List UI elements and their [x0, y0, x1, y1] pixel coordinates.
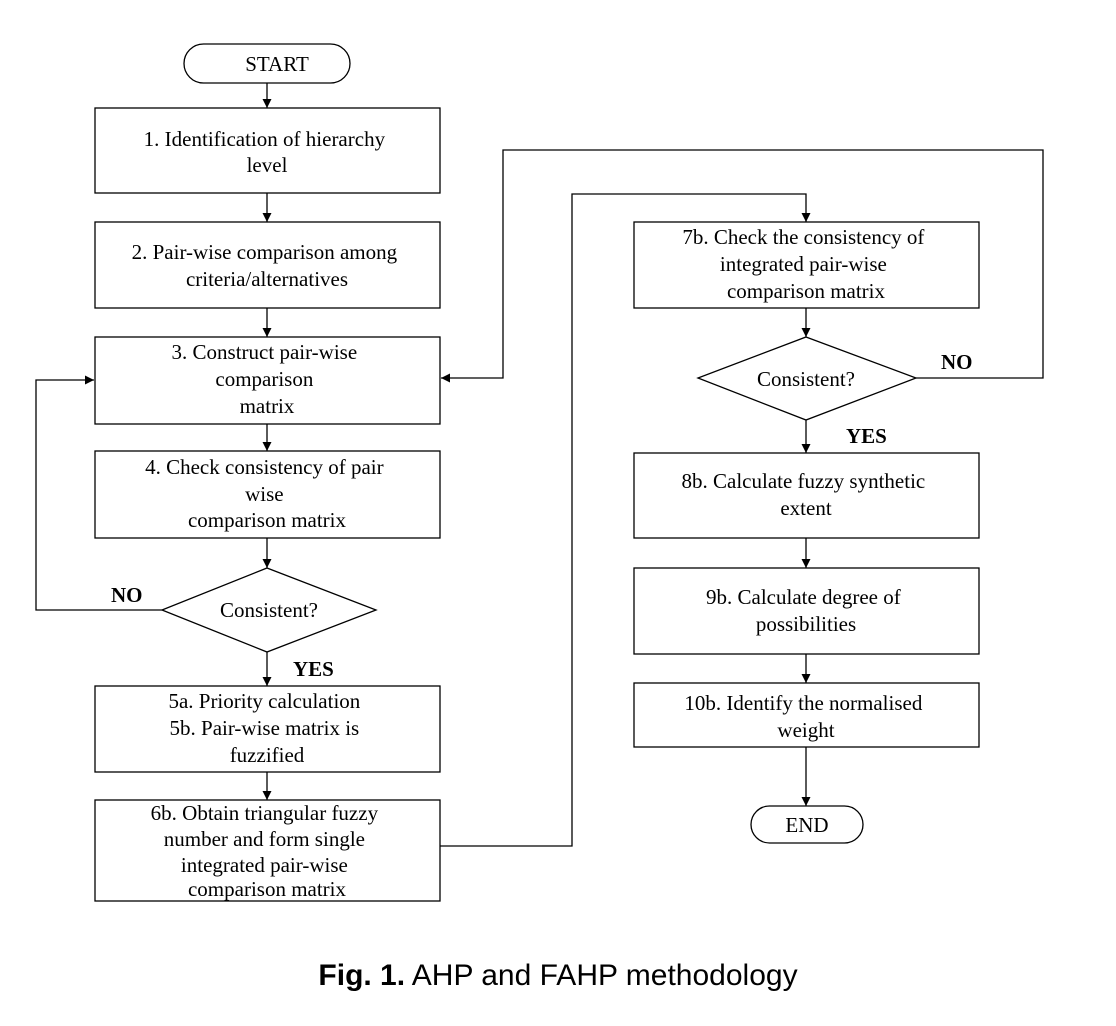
edge-6-to-7 [440, 193, 811, 847]
step-9b-box: 9b. Calculate degree of possibilities [633, 567, 980, 655]
step-7b-line-3: comparison matrix [727, 279, 886, 303]
step-6-line-1: 6b. Obtain triangular fuzzy [151, 801, 379, 825]
figure-caption-prefix: Fig. 1. [318, 959, 405, 992]
step-3-line-3: matrix [240, 394, 295, 418]
step-7b-line-2: integrated pair-wise [720, 252, 887, 276]
svg-text:6b. Obtain triangular fuzzy: 6b. Obtain triangular fuzzy number and f… [151, 801, 384, 901]
step-5-line-2: 5b. Pair-wise matrix is [170, 716, 360, 740]
svg-text:7b. Check the consistency of: 7b. Check the consistency of integrated … [682, 225, 929, 303]
step-2-box: 2. Pair-wise comparison among criteria/a… [94, 221, 441, 309]
svg-text:10b. Identify the normalised: 10b. Identify the normalised weight [684, 691, 927, 742]
step-1-line-2: level [247, 153, 288, 177]
step-6-box: 6b. Obtain triangular fuzzy number and f… [94, 799, 441, 902]
decision-2-diamond: Consistent? [696, 336, 918, 421]
step-7b-box: 7b. Check the consistency of integrated … [633, 221, 980, 309]
decision-1-yes-label: YES [293, 657, 334, 681]
step-4-line-2: wise [245, 482, 284, 506]
step-1-line-1: 1. Identification of hierarchy [144, 127, 386, 151]
step-1-box: 1. Identification of hierarchy level [94, 107, 441, 194]
step-3-line-1: 3. Construct pair-wise [172, 340, 358, 364]
step-6-line-3: integrated pair-wise [181, 853, 348, 877]
step-6-line-4: comparison matrix [188, 877, 347, 901]
decision-2-label: Consistent? [757, 367, 855, 391]
svg-text:5a. Priority calculation: 5a. Priority calculation 5b. Pair-wise m… [168, 689, 365, 767]
end-label: END [785, 813, 828, 837]
step-8b-line-1: 8b. Calculate fuzzy synthetic [682, 469, 926, 493]
step-8b-line-2: extent [780, 496, 831, 520]
edge-decision2-no-loop [441, 149, 1044, 383]
decision-2-no-label: NO [941, 350, 973, 374]
step-5-line-1: 5a. Priority calculation [168, 689, 360, 713]
decision-1-no-label: NO [111, 583, 143, 607]
decision-1-label: Consistent? [220, 598, 318, 622]
figure-caption-text: AHP and FAHP methodology [405, 959, 797, 992]
svg-text:2. Pair-wise comparison among: 2. Pair-wise comparison among criteria/a… [132, 240, 403, 291]
svg-text:8b. Calculate fuzzy synthetic: 8b. Calculate fuzzy synthetic extent [682, 469, 931, 520]
edge-decision1-no-loop [35, 375, 162, 611]
svg-text:9b. Calculate degree of: 9b. Calculate degree of possibilities [706, 585, 906, 636]
step-5-line-3: fuzzified [230, 743, 305, 767]
step-3-line-2: comparison [215, 367, 313, 391]
step-5-box: 5a. Priority calculation 5b. Pair-wise m… [94, 685, 441, 773]
step-4-box: 4. Check consistency of pair wise compar… [94, 450, 441, 539]
svg-text:4. Check consistency of pair: 4. Check consistency of pair wise compar… [145, 455, 389, 532]
step-3-box: 3. Construct pair-wise comparison matrix [94, 336, 441, 425]
step-2-line-2: criteria/alternatives [186, 267, 348, 291]
step-9b-line-1: 9b. Calculate degree of [706, 585, 901, 609]
step-6-line-2: number and form single [164, 827, 365, 851]
step-9b-line-2: possibilities [756, 612, 856, 636]
step-2-line-1: 2. Pair-wise comparison among [132, 240, 398, 264]
start-label: START [245, 52, 309, 76]
end-terminator: END [750, 805, 864, 844]
decision-2-yes-label: YES [846, 424, 887, 448]
figure-caption: Fig. 1. AHP and FAHP methodology [318, 959, 797, 992]
step-10b-box: 10b. Identify the normalised weight [633, 682, 980, 748]
step-10b-line-1: 10b. Identify the normalised [684, 691, 922, 715]
svg-text:1. Identification of hierarchy: 1. Identification of hierarchy level [144, 127, 391, 177]
step-7b-line-1: 7b. Check the consistency of [682, 225, 924, 249]
start-terminator: START [183, 43, 351, 84]
decision-1-diamond: Consistent? [160, 567, 378, 653]
step-4-line-1: 4. Check consistency of pair [145, 455, 384, 479]
svg-text:3. Construct pair-wise c: 3. Construct pair-wise comparison matrix [172, 340, 363, 418]
step-4-line-3: comparison matrix [188, 508, 347, 532]
step-10b-line-2: weight [777, 718, 834, 742]
step-8b-box: 8b. Calculate fuzzy synthetic extent [633, 452, 980, 539]
